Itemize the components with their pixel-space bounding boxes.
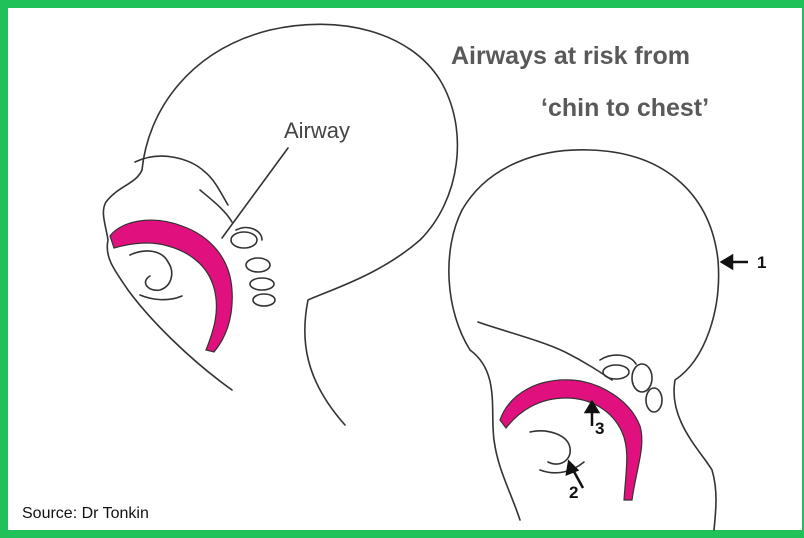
marker-2-label: 2 [569,483,578,502]
infant-head-flexed [449,150,719,530]
marker-1-label: 1 [757,253,766,272]
airway-right [500,380,642,500]
title-line-1: Airways at risk from [451,42,690,71]
marker-3-label: 3 [595,419,604,438]
airway-left [110,220,232,352]
airway-label: Airway [284,118,350,143]
source-caption: Source: Dr Tonkin [22,505,149,523]
head-outline-right [449,150,719,530]
title-line-2: ‘chin to chest’ [541,94,709,123]
